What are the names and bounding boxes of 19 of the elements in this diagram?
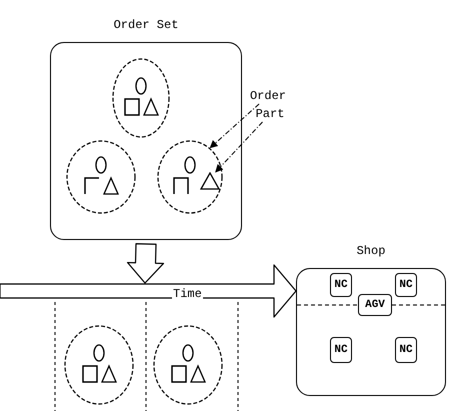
machine-box: AGV: [358, 294, 392, 316]
order-oval: [64, 325, 134, 405]
machine-box: NC: [330, 337, 352, 363]
machine-box: NC: [330, 273, 352, 297]
callout-label: Order: [246, 88, 290, 104]
order-oval: [153, 325, 223, 405]
order-oval: [157, 140, 223, 214]
part-triangle: [200, 172, 220, 190]
order-oval: [112, 58, 170, 138]
block-arrow: [0, 264, 297, 318]
leader-line: [215, 122, 263, 173]
leader-line: [210, 104, 260, 148]
callout-label: Part: [252, 106, 288, 122]
machine-box: NC: [395, 273, 417, 297]
order-oval: [66, 140, 136, 214]
group-title: Shop: [356, 243, 386, 260]
machine-box: NC: [395, 337, 417, 363]
block-arrow: [126, 243, 164, 284]
group-title: Order Set: [112, 17, 180, 34]
